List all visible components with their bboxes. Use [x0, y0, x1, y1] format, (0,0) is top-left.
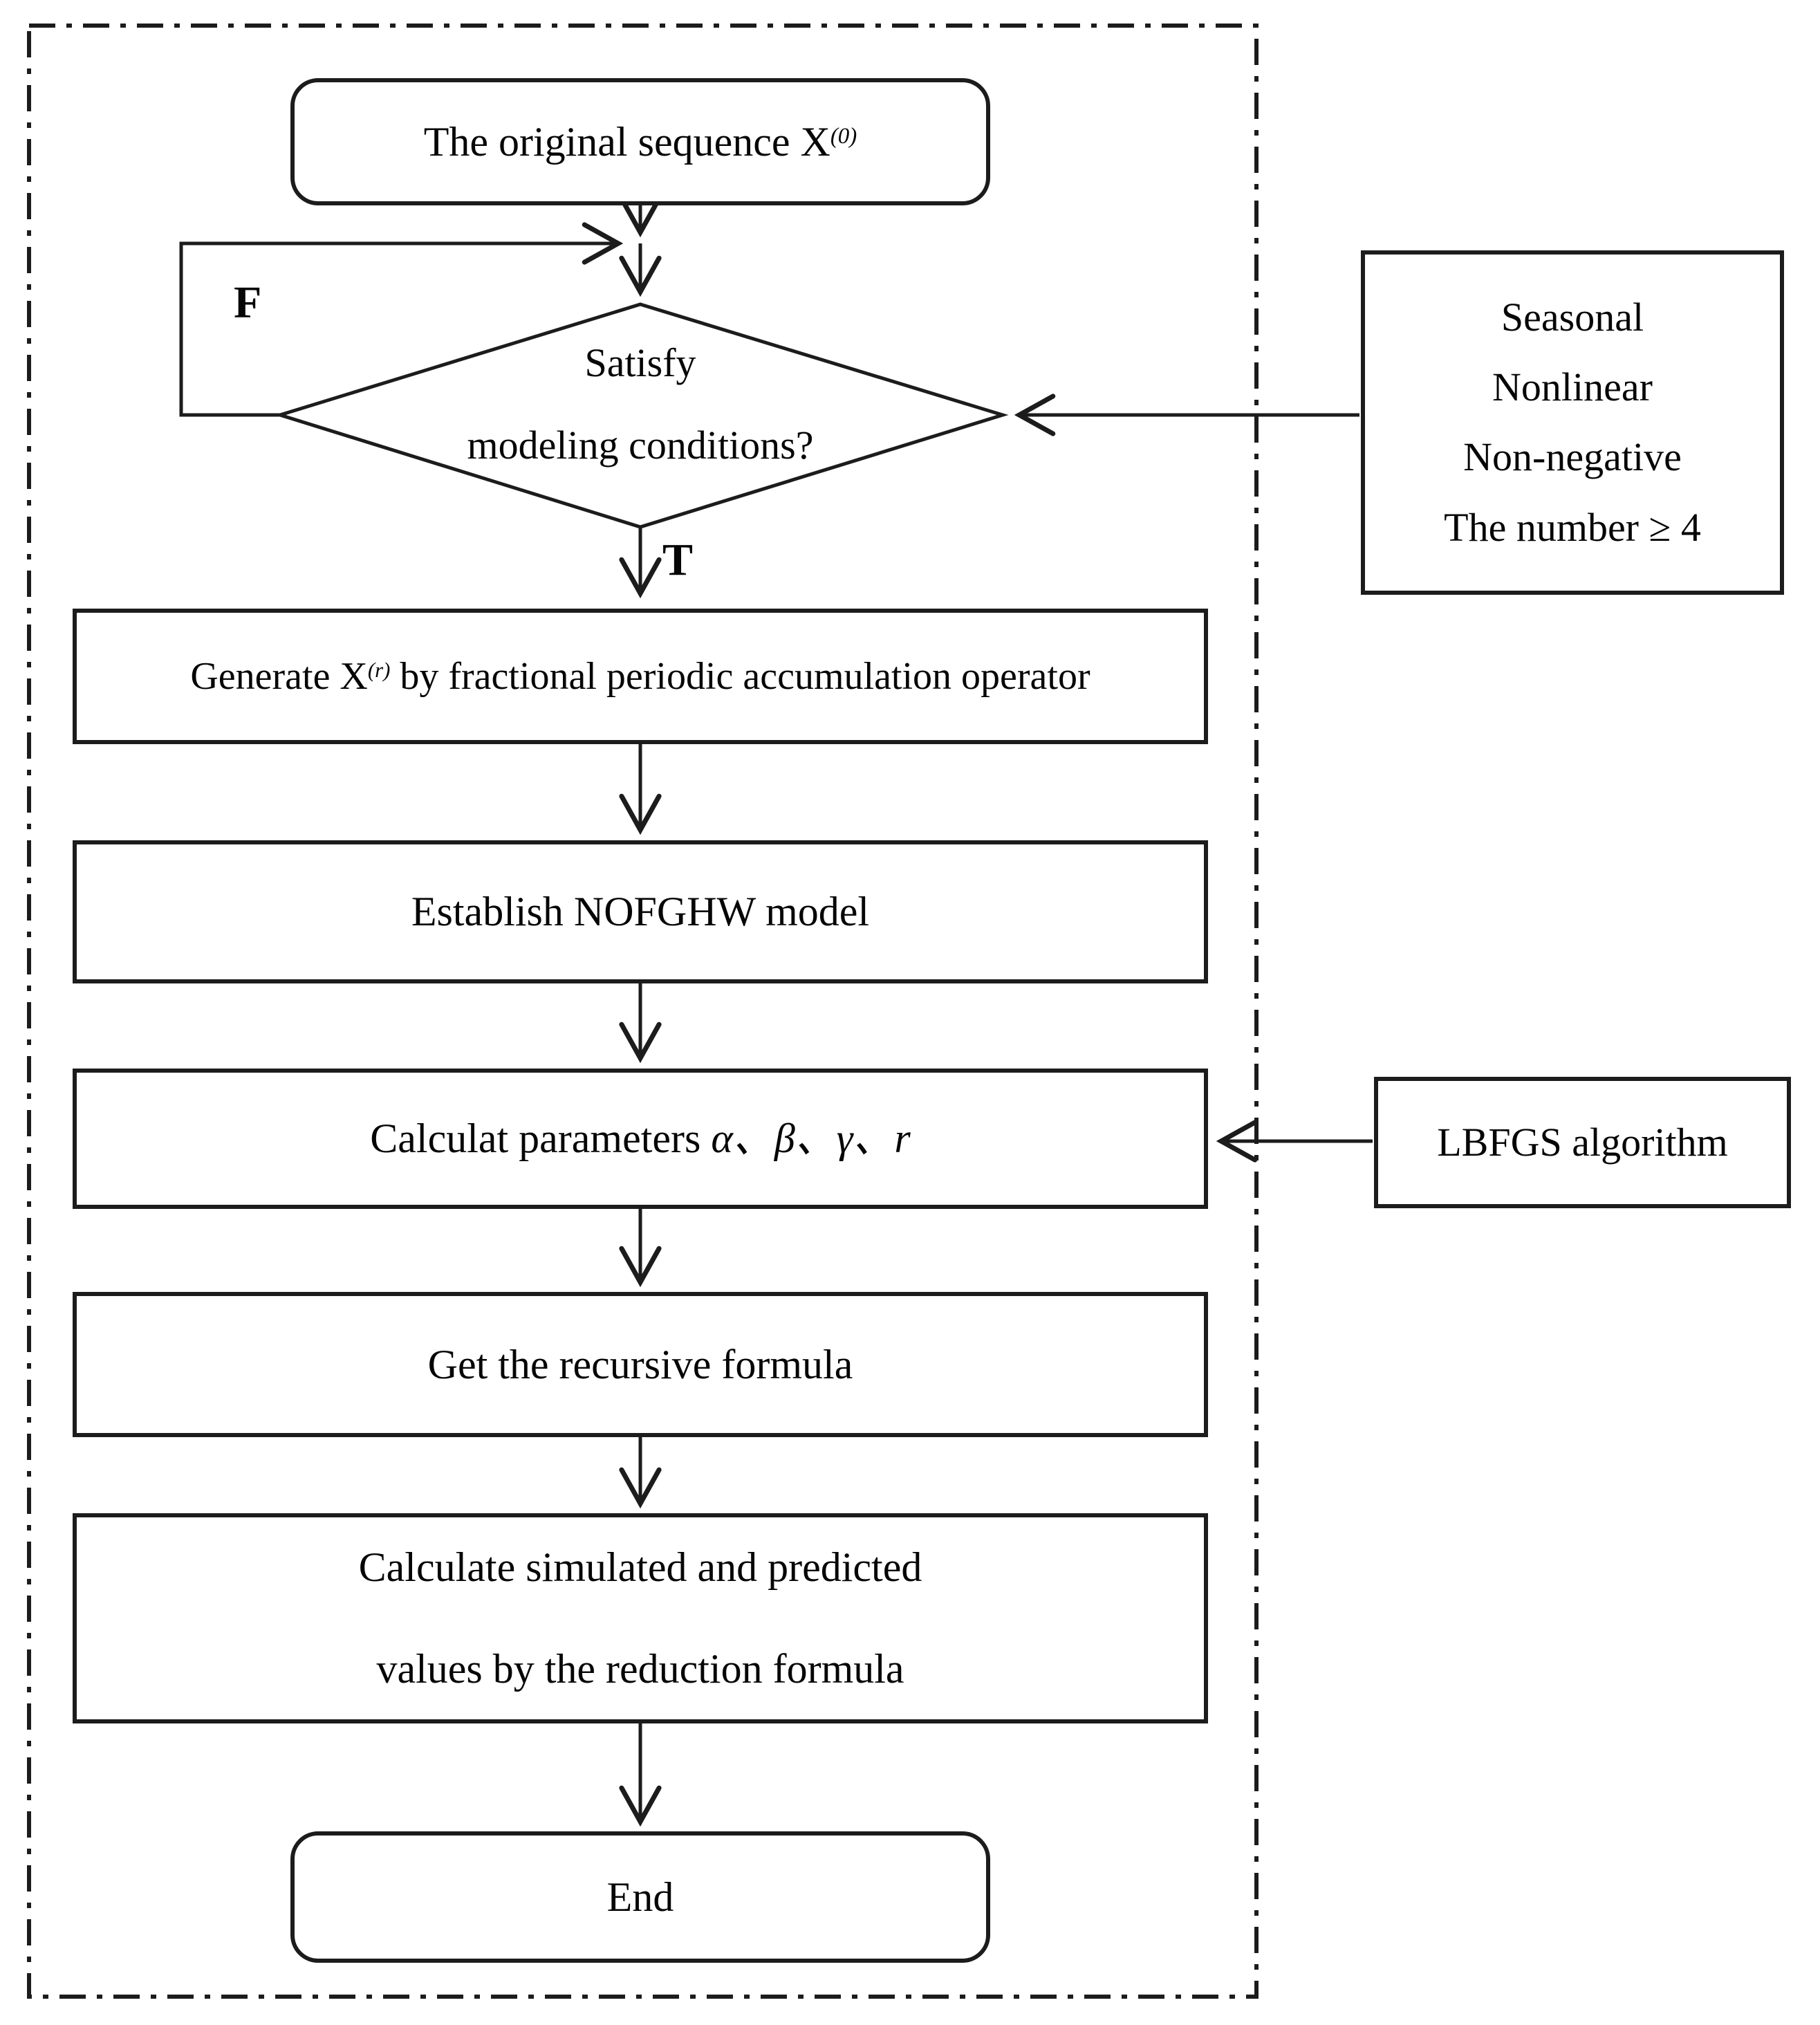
establish-node-label: Establish NOFGHW model [411, 889, 870, 934]
lbfgs-node-label: LBFGS algorithm [1437, 1119, 1728, 1165]
condition-line: Nonlinear [1492, 364, 1653, 410]
calc-values-line2: values by the reduction formula [376, 1646, 904, 1692]
start-node-label: The original sequence X(0) [424, 116, 857, 168]
start-node: The original sequence X(0) [290, 78, 990, 205]
false-branch-label: F [234, 277, 262, 328]
decision-line1: Satisfy [584, 340, 696, 385]
generate-text-before: Generate X [190, 655, 368, 698]
start-text: The original sequence X [423, 118, 830, 165]
end-node: End [290, 1831, 990, 1963]
condition-line: Seasonal [1501, 294, 1644, 340]
start-superscript: (0) [830, 123, 857, 149]
recursive-node: Get the recursive formula [73, 1292, 1208, 1437]
establish-node: Establish NOFGHW model [73, 840, 1208, 983]
calc-params-text: Calculat parameters [370, 1116, 712, 1161]
end-node-label: End [606, 1874, 674, 1920]
decision-node: Satisfy modeling conditions? [297, 331, 983, 477]
generate-superscript: (r) [367, 658, 391, 683]
condition-line: Non-negative [1463, 434, 1682, 480]
calc-values-line1: Calculate simulated and predicted [358, 1544, 922, 1590]
conditions-node: Seasonal Nonlinear Non-negative The numb… [1361, 250, 1784, 595]
calc-params-node: Calculat parameters α、β、γ、r [73, 1069, 1208, 1209]
true-branch-label: T [662, 535, 694, 585]
condition-line: The number ≥ 4 [1444, 504, 1701, 550]
decision-line2: modeling conditions? [467, 423, 814, 468]
false-loop-arrow [179, 222, 624, 417]
calc-values-node: Calculate simulated and predicted values… [73, 1513, 1208, 1723]
recursive-node-label: Get the recursive formula [427, 1341, 853, 1387]
calc-params-symbols: α、β、γ、r [711, 1116, 911, 1161]
generate-node-label: Generate X(r) by fractional periodic acc… [190, 652, 1090, 701]
generate-node: Generate X(r) by fractional periodic acc… [73, 609, 1208, 744]
generate-text-after: by fractional periodic accumulation oper… [390, 655, 1090, 698]
lbfgs-node: LBFGS algorithm [1374, 1077, 1791, 1208]
calc-params-label: Calculat parameters α、β、γ、r [370, 1113, 910, 1165]
outer-frame [27, 24, 1259, 1999]
